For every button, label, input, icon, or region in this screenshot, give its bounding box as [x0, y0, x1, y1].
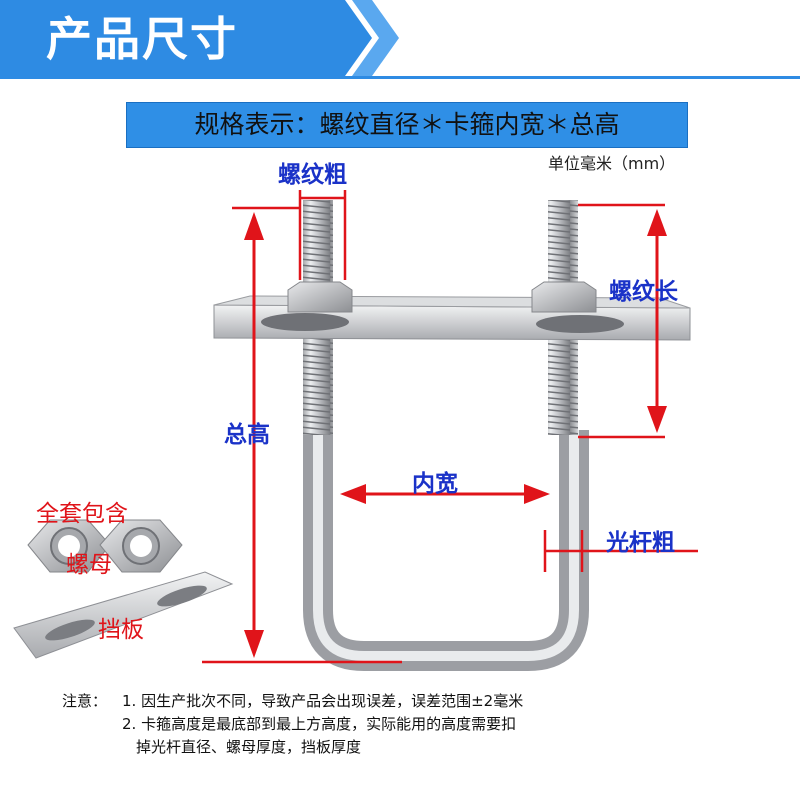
label-included: 全套包含	[36, 501, 128, 527]
label-thread-length: 螺纹长	[609, 278, 678, 305]
note-line-2: 2. 卡箍高度是最底部到最上方高度，实际能用的高度需要扣	[122, 715, 517, 733]
dim-rod-thickness	[543, 530, 698, 572]
bolt-nuts	[287, 281, 597, 313]
dim-thread-length	[578, 203, 667, 439]
note-line-1: 1. 因生产批次不同，导致产品会出现误差，误差范围±2毫米	[122, 692, 524, 710]
accessory-nuts	[27, 519, 183, 573]
page-title: 产品尺寸	[46, 12, 238, 66]
label-total-height: 总高	[224, 421, 270, 448]
label-nut: 螺母	[66, 552, 112, 578]
unit-label: 单位毫米（mm）	[548, 154, 676, 173]
note-prefix: 注意：	[62, 692, 108, 710]
banner-shape	[0, 0, 800, 79]
accessory-plate	[13, 571, 234, 659]
dim-inner-width	[340, 484, 550, 504]
label-thread-thickness: 螺纹粗	[278, 161, 347, 188]
dim-thread-thickness	[298, 190, 347, 280]
note-line-3: 掉光杆直径、螺母厚度，挡板厚度	[136, 738, 362, 756]
label-inner-width: 内宽	[412, 470, 458, 497]
spec-box: 规格表示：螺纹直径＊卡箍内宽＊总高	[126, 102, 688, 148]
spec-text: 规格表示：螺纹直径＊卡箍内宽＊总高	[194, 110, 620, 139]
dim-total-height	[202, 206, 402, 664]
header-banner: 产品尺寸	[0, 0, 800, 80]
label-plate: 挡板	[98, 617, 144, 643]
label-rod-thickness: 光杆粗	[606, 529, 675, 556]
